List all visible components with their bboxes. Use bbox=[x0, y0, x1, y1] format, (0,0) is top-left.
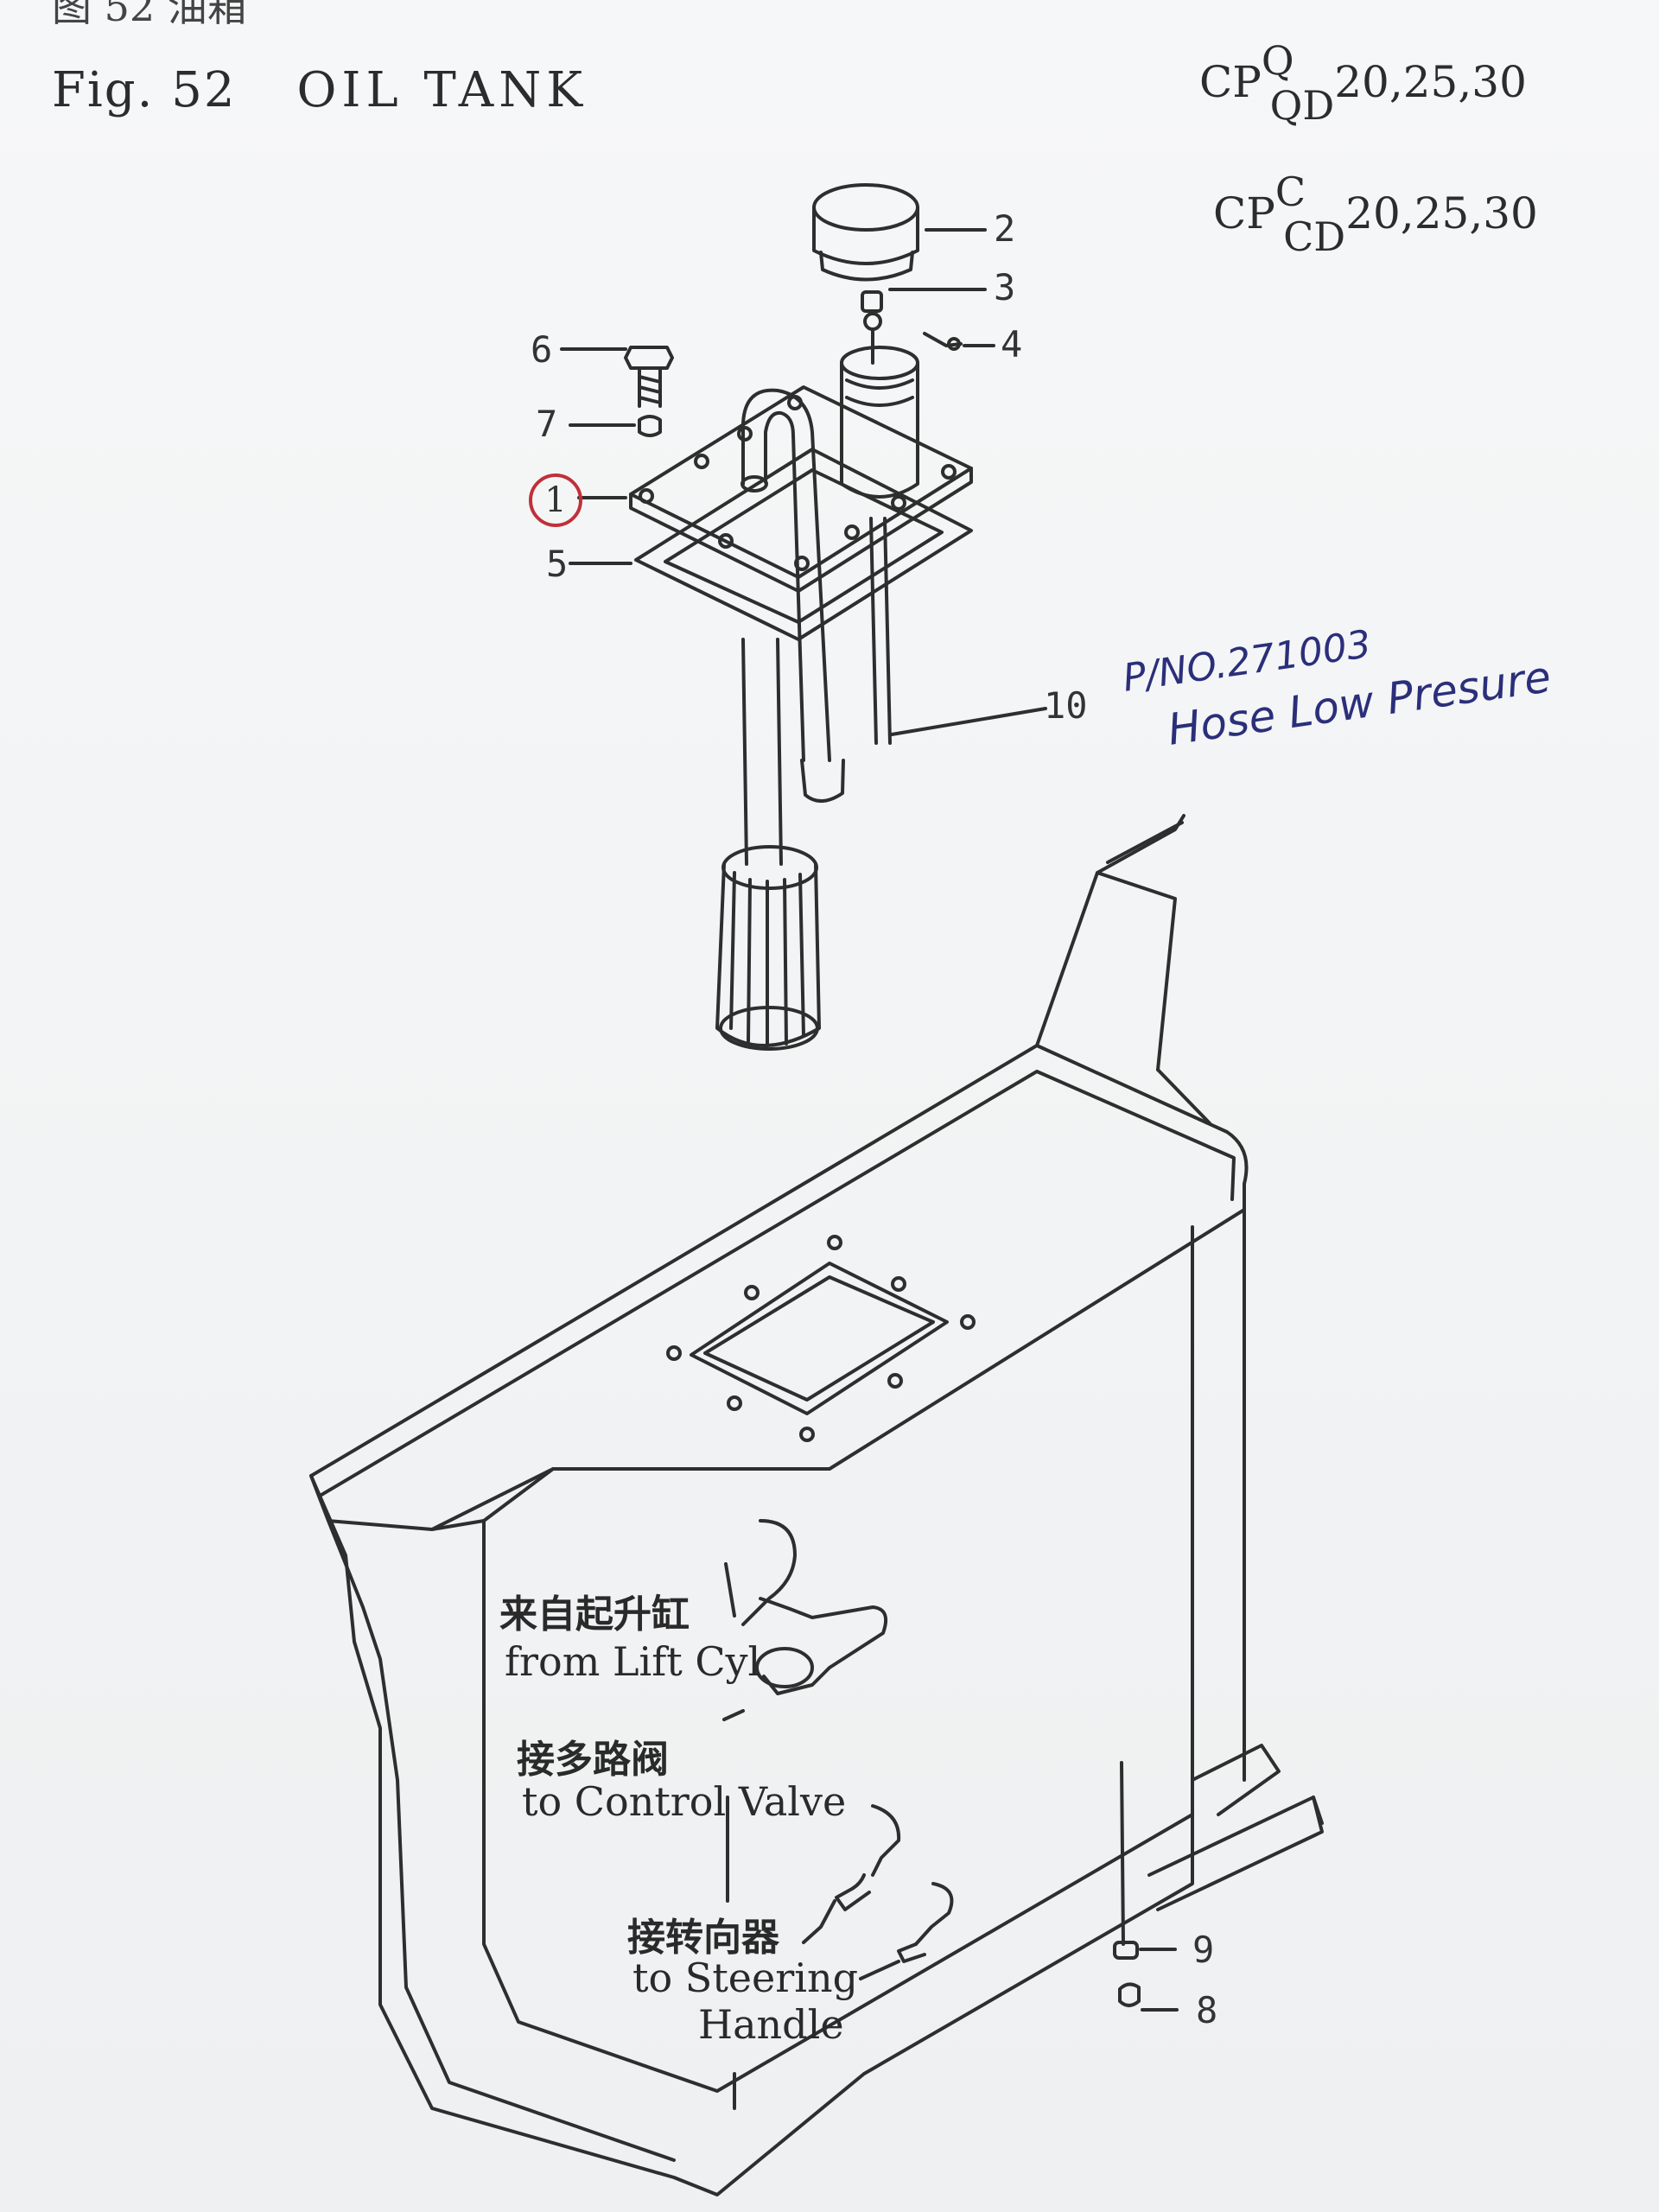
callout-1-circled: 1 bbox=[529, 474, 582, 527]
model-prefix: CP bbox=[1213, 188, 1275, 238]
tank-body bbox=[309, 814, 1324, 2196]
label-steer-en-1: to Steering bbox=[632, 1955, 859, 2001]
model-sup: Q bbox=[1261, 37, 1294, 84]
chinese-figure-title: 图 52 油箱 bbox=[52, 0, 247, 30]
callout-6: 6 bbox=[531, 328, 553, 371]
callout-3: 3 bbox=[994, 266, 1016, 308]
callout-5: 5 bbox=[546, 543, 569, 585]
label-lift-en: from Lift Cyl bbox=[505, 1638, 761, 1685]
model-sizes: 20,25,30 bbox=[1345, 188, 1538, 238]
return-pipe bbox=[741, 388, 845, 803]
callout-7: 7 bbox=[536, 403, 558, 445]
model-row-1: CPQQD20,25,30 bbox=[1199, 37, 1527, 129]
model-sup: C bbox=[1274, 168, 1306, 215]
callout-10: 10 bbox=[1044, 684, 1088, 727]
label-control-cn: 接多路阀 bbox=[517, 1738, 669, 1782]
strainer-parts bbox=[861, 288, 995, 365]
suction-pipe bbox=[715, 638, 821, 1051]
callout-2: 2 bbox=[994, 207, 1016, 250]
model-sub: QD bbox=[1269, 82, 1335, 129]
callout-1: 1 bbox=[544, 480, 567, 520]
label-control-en: to Control Valve bbox=[522, 1778, 847, 1825]
model-row-2: CPCCD20,25,30 bbox=[1213, 168, 1538, 260]
label-steer-en-2: Handle bbox=[698, 2001, 844, 2048]
label-steer-cn: 接转向器 bbox=[627, 1916, 779, 1960]
level-rod bbox=[869, 517, 1047, 745]
model-sub: CD bbox=[1283, 213, 1346, 260]
model-prefix: CP bbox=[1199, 57, 1262, 107]
filler-cap bbox=[812, 183, 987, 282]
figure-title: Fig. 52 OIL TANK bbox=[52, 62, 648, 118]
figure-name: OIL TANK bbox=[296, 62, 588, 118]
bolt-and-washer bbox=[560, 346, 674, 437]
callout-9: 9 bbox=[1192, 1929, 1215, 1971]
gasket bbox=[569, 448, 973, 641]
model-sizes: 20,25,30 bbox=[1334, 57, 1527, 107]
callout-4: 4 bbox=[1001, 323, 1023, 365]
label-lift-cn: 来自起升缸 bbox=[499, 1592, 690, 1637]
figure-number: Fig. 52 bbox=[52, 62, 237, 118]
callout-8: 8 bbox=[1196, 1989, 1218, 2031]
